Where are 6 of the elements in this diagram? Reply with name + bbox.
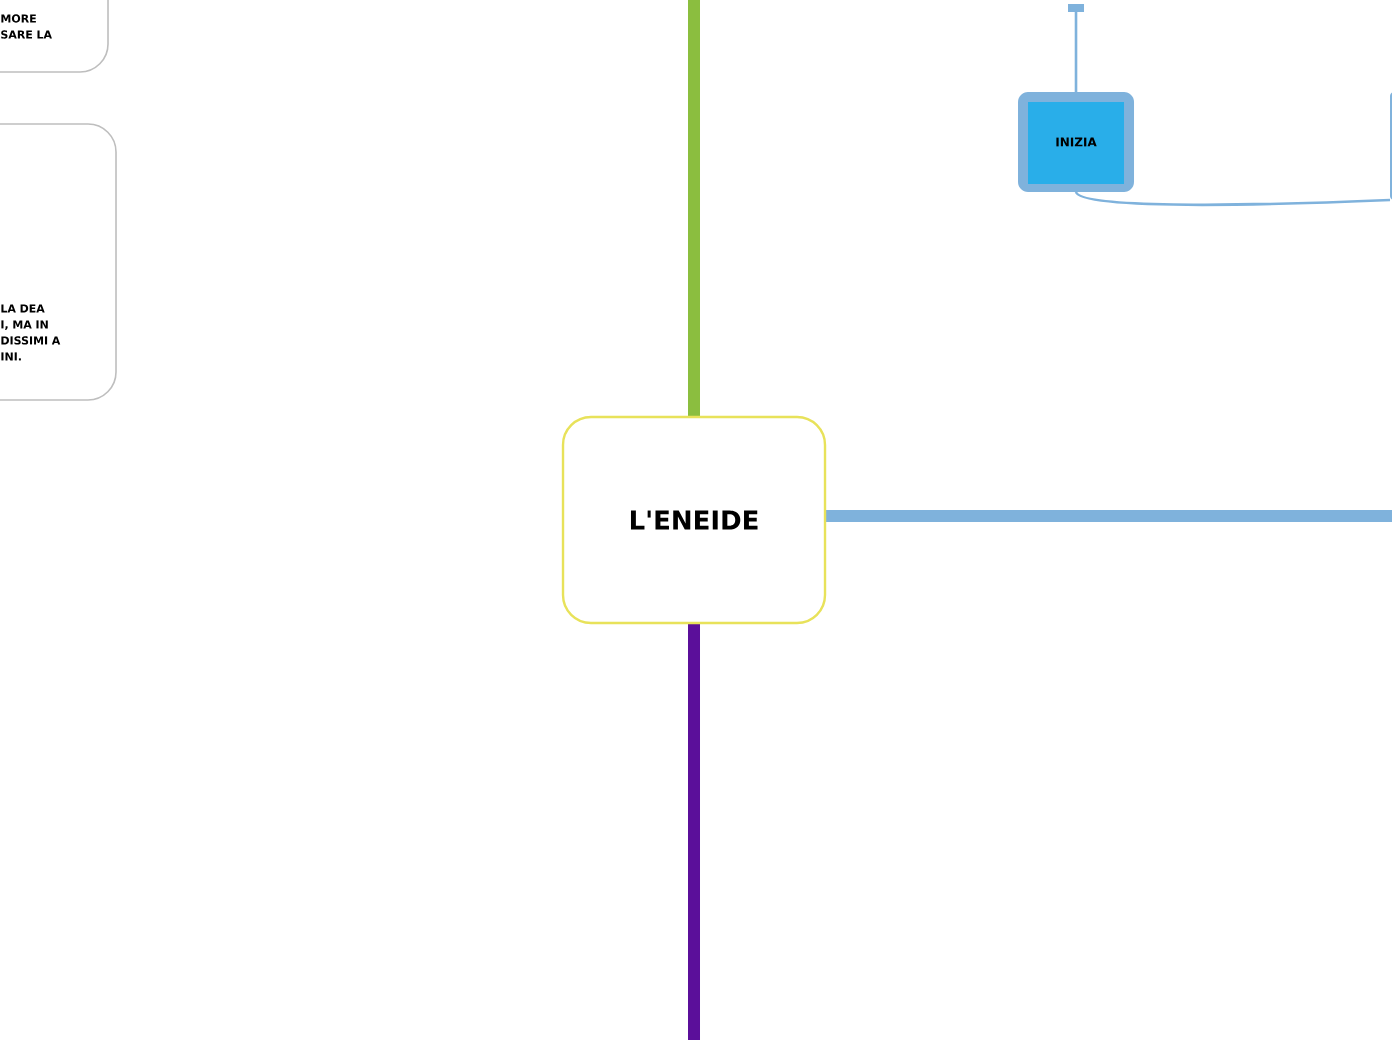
topic-box: L'ENEIDE (561, 415, 827, 625)
connector-line (1075, 191, 1391, 206)
connector-line (1068, 4, 1084, 92)
connector-line (688, 0, 700, 416)
connector-line (688, 624, 700, 1040)
connector-line (826, 510, 1392, 522)
